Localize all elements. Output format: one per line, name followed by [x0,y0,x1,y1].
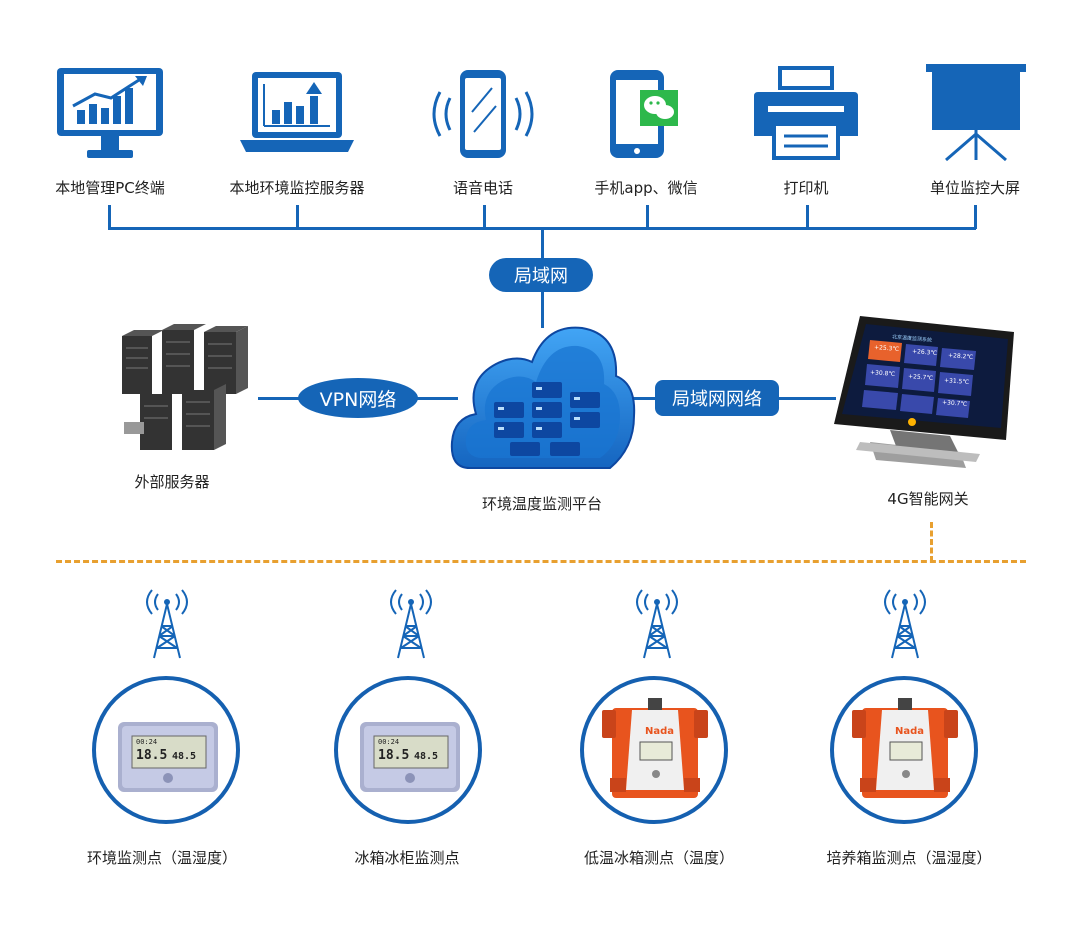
sensor-label-incubator: 培养箱监测点（温湿度） [826,849,992,867]
platform-label: 环境温度监测平台 [481,495,603,513]
sensor-label-environment: 环境监测点（温湿度） [86,849,238,867]
gateway-dashed-drop [930,522,933,562]
top-drop-5 [806,205,809,229]
lan-network-badge: 局域网网络 [655,380,779,416]
printer-icon [752,66,860,164]
sensor-time: 00:24 [136,738,158,746]
device-label-screen: 单位监控大屏 [929,179,1021,197]
device-label-mobile: 手机app、微信 [594,179,698,197]
device-label-voice: 语音电话 [452,179,514,197]
cloud-platform-icon [450,318,636,484]
vpn-badge: VPN网络 [298,378,418,418]
device-label-pc: 本地管理PC终端 [55,179,165,197]
top-drop-2 [296,205,299,229]
server-rack-icon [112,320,256,458]
sensor-humidity: 48.5 [172,751,197,762]
sensor-temp: 18.5 [136,748,168,763]
device-label-printer: 打印机 [783,179,829,197]
top-drop-6 [974,205,977,229]
sensor-low-temp-freezer: Nada [580,676,728,824]
sensor-incubator: Nada [830,676,978,824]
gateway-label: 4G智能网关 [887,490,969,508]
monitor-chart-icon [55,66,165,164]
lan-badge: 局域网 [489,258,593,292]
external-server-label: 外部服务器 [134,473,210,491]
top-drop-3 [483,205,486,229]
signal-tower-icon [384,586,438,664]
sensor-environment: 00:24 18.5 48.5 [92,676,240,824]
device-label-server: 本地环境监控服务器 [229,179,365,197]
sensor-label-low-temp: 低温冰箱测点（温度） [583,849,735,867]
projector-screen-icon [926,64,1026,166]
dashed-separator [56,560,1026,563]
signal-tower-icon [630,586,684,664]
top-drop-4 [646,205,649,229]
top-drop-1 [108,205,111,229]
sensor-temp: 18.5 [378,748,410,763]
sensor-humidity: 48.5 [414,751,439,762]
sensor-brand: Nada [645,726,675,737]
mobile-wechat-icon [606,68,680,164]
laptop-chart-icon [238,70,356,160]
sensor-brand: Nada [895,726,925,737]
gateway-device [830,312,1020,486]
signal-tower-icon [140,586,194,664]
sensor-fridge: 00:24 18.5 48.5 [334,676,482,824]
sensor-label-fridge: 冰箱冰柜监测点 [354,849,460,867]
signal-tower-icon [878,586,932,664]
phone-voice-icon [426,68,540,164]
sensor-time: 00:24 [378,738,400,746]
